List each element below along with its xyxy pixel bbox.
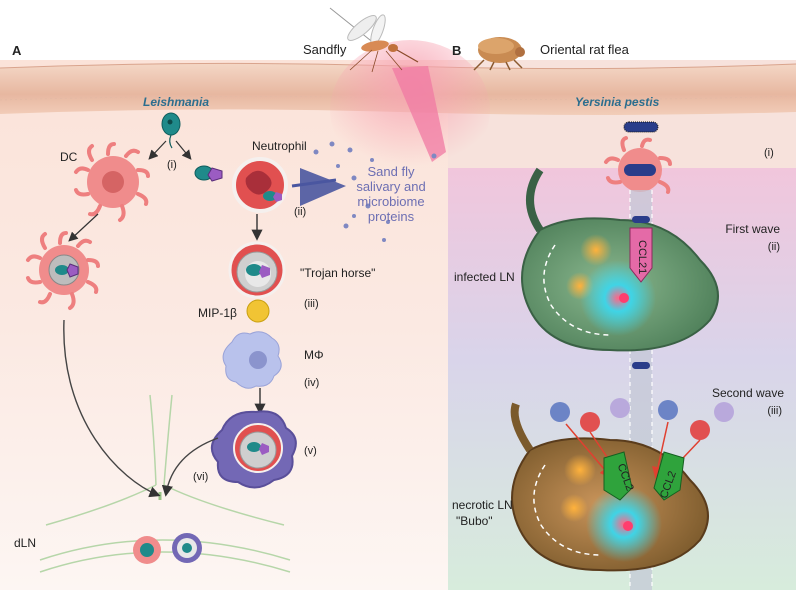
dln-label: dLN bbox=[14, 536, 37, 550]
step-a-iv: (iv) bbox=[304, 377, 320, 389]
sandfly-icon bbox=[329, 7, 419, 73]
yersinia-bacterium-icon bbox=[632, 216, 650, 223]
yersinia-bacterium-icon bbox=[623, 121, 659, 133]
necrotic-ln-label: necrotic LN bbox=[452, 498, 513, 512]
neutrophil-icon bbox=[228, 241, 286, 299]
yersinia-bacterium-icon bbox=[632, 362, 650, 369]
panel-a-label: A bbox=[12, 43, 22, 58]
macrophage-label: MΦ bbox=[304, 348, 324, 362]
ccl2-chemokine bbox=[603, 451, 633, 501]
flea-label: Oriental rat flea bbox=[540, 42, 629, 57]
second-wave-label: Second wave bbox=[711, 386, 784, 400]
leishmania-parasite-icon bbox=[161, 112, 181, 149]
macrophage-icon bbox=[222, 331, 282, 389]
ccl21-label: CCL21 bbox=[636, 240, 648, 275]
leishmania-label: Leishmania bbox=[143, 95, 210, 109]
step-a-i: (i) bbox=[167, 159, 177, 171]
protein-dots bbox=[313, 141, 437, 242]
bubo-label: "Bubo" bbox=[456, 514, 493, 528]
secretion-arrow bbox=[300, 168, 346, 206]
macrophage-icon bbox=[211, 410, 297, 489]
ccl21-chemokine bbox=[629, 227, 653, 283]
panel-b-label: B bbox=[452, 43, 462, 58]
step-a-ii: (ii) bbox=[294, 206, 307, 218]
dendritic-cell-icon bbox=[26, 231, 100, 310]
macrophage-icon bbox=[172, 533, 202, 563]
mip-1b-chemokine bbox=[246, 299, 270, 323]
trojan-horse-label: "Trojan horse" bbox=[300, 266, 376, 280]
yersinia-label: Yersinia pestis bbox=[575, 95, 660, 109]
step-b-iii: (iii) bbox=[767, 405, 782, 417]
dendritic-cell-icon bbox=[74, 142, 150, 222]
neutrophil-label: Neutrophil bbox=[252, 139, 307, 153]
sandfly-proteins-label: Sand fly salivary and microbiome protein… bbox=[356, 164, 426, 224]
immune-cells bbox=[550, 398, 734, 440]
dendritic-cell-icon bbox=[604, 136, 672, 194]
lymph-node-icon bbox=[521, 167, 719, 352]
flea-icon bbox=[473, 37, 525, 71]
step-a-iii: (iii) bbox=[304, 298, 319, 310]
neutrophil-icon bbox=[232, 157, 288, 213]
dendritic-cell-icon bbox=[133, 536, 161, 564]
sandfly-label: Sandfly bbox=[303, 42, 347, 57]
mip-label: MIP-1β bbox=[198, 306, 237, 320]
dc-label: DC bbox=[60, 150, 78, 164]
step-a-vi: (vi) bbox=[193, 471, 209, 483]
first-wave-label: First wave bbox=[725, 222, 780, 236]
step-a-v: (v) bbox=[304, 445, 317, 457]
step-b-i: (i) bbox=[764, 147, 774, 159]
ccl2-chemokine bbox=[653, 451, 685, 501]
infected-ln-label: infected LN bbox=[454, 270, 515, 284]
step-b-ii: (ii) bbox=[767, 241, 780, 253]
bite-wound bbox=[392, 66, 446, 162]
